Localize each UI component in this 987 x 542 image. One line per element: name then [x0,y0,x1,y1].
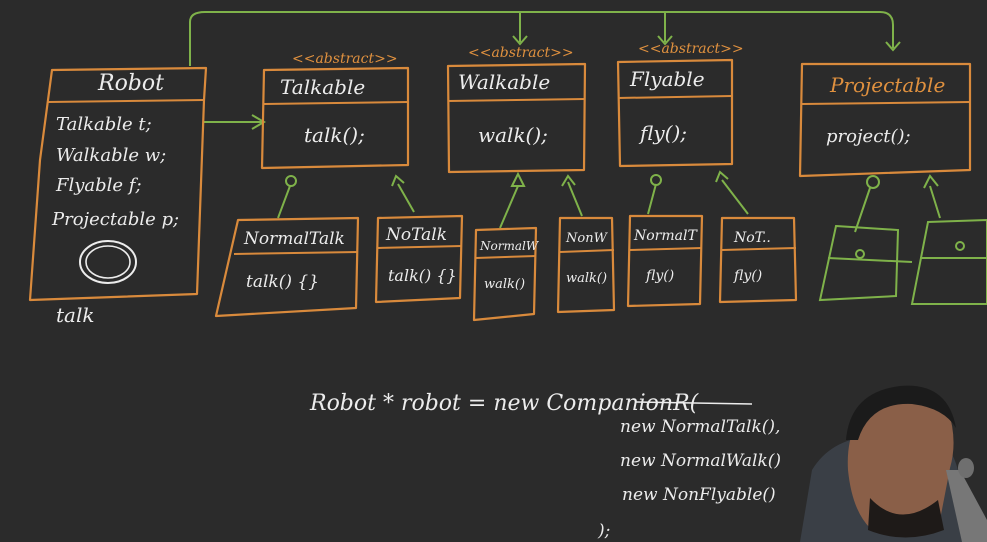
presenter-webcam-image [800,385,987,542]
normal-talk-method: talk() {} [246,272,319,292]
stereotype-flyable: <<abstract>> [638,41,744,57]
projectable-interface-box: Projectable project(); [798,62,972,178]
projectable-title: Projectable [829,73,945,97]
walkable-interface-box: Walkable walk(); [446,62,587,174]
non-walk-title: NonW [565,231,609,246]
projectable-method: project(); [826,126,911,147]
robot-class-box: Robot Talkable t; Walkable w; Flyable f;… [28,66,208,302]
talkable-interface-box: Talkable talk(); [260,66,410,170]
no-talk-title: NoTalk [385,225,447,245]
robot-class-title: Robot [97,71,164,96]
flyable-interface-box: Flyable fly(); [616,58,734,168]
robot-field-projectable: Projectable p; [51,209,179,230]
no-fly-class-box: NoT.. fly() [718,216,798,304]
normal-walk-class-box: NormalW walk() [472,226,540,322]
normal-fly-class-box: NormalT fly() [626,214,704,308]
code-line-5: ); [597,521,610,541]
projectable-subclass-sketches [818,218,987,305]
flyable-title: Flyable [629,67,705,91]
normal-fly-title: NormalT [633,228,698,244]
code-snippet: Robot * robot = new CompanionR( new Norm… [309,391,781,541]
no-fly-title: NoT.. [733,230,771,246]
normal-talk-title: NormalTalk [243,229,345,249]
no-fly-method: fly() [733,268,762,284]
normal-fly-method: fly() [645,268,674,284]
composition-bus-arrows [189,11,901,130]
talkable-title: Talkable [280,75,365,99]
code-line-1: Robot * robot = new CompanionR( [309,391,699,416]
walkable-title: Walkable [458,70,550,94]
non-walk-class-box: NonW walk() [556,216,616,314]
code-line-3: new NormalWalk() [620,451,781,471]
normal-walk-method: walk() [484,277,525,292]
robot-field-walkable: Walkable w; [56,145,166,166]
inheritance-arrows [277,170,941,233]
walkable-method: walk(); [478,123,548,147]
no-talk-class-box: NoTalk talk() {} [374,214,464,304]
normal-talk-class-box: NormalTalk talk() {} [214,216,360,318]
talkable-method: talk(); [304,123,365,147]
robot-field-talkable: Talkable t; [56,114,152,135]
robot-note-talk: talk [56,303,94,327]
flyable-method: fly(); [638,121,687,145]
scribble-circle [79,240,137,284]
robot-field-flyable: Flyable f; [55,175,142,196]
normal-walk-title: NormalW [479,239,540,253]
code-line-4: new NonFlyable() [622,485,776,505]
non-walk-method: walk() [566,271,607,286]
stereotype-walkable: <<abstract>> [468,45,574,61]
code-line-2: new NormalTalk(), [620,417,780,437]
stereotype-talkable: <<abstract>> [292,51,398,67]
no-talk-method: talk() {} [388,266,457,285]
